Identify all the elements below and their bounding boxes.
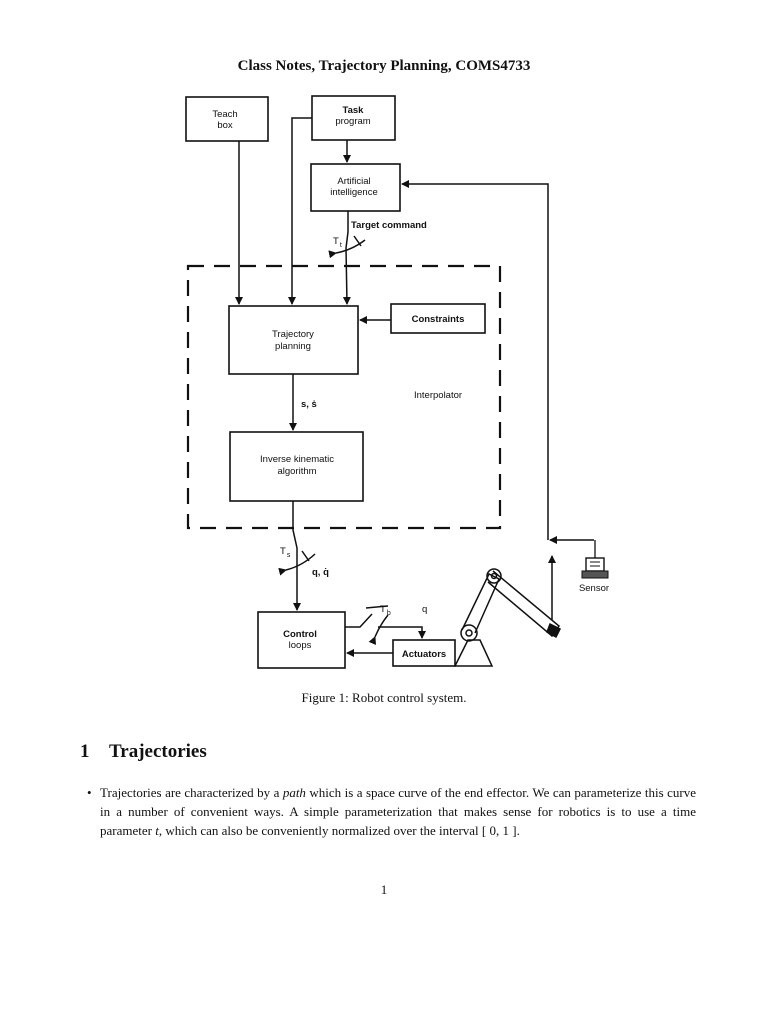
section-heading: 1 Trajectories <box>80 741 207 763</box>
actuators-block: Actuators <box>392 639 456 667</box>
section-number: 1 <box>80 741 90 762</box>
inverse-kinematic-block: Inverse kinematic algorithm <box>229 431 364 502</box>
interpolator-label: Interpolator <box>414 390 462 401</box>
actuators-label: Actuators <box>402 649 446 660</box>
task-program-block: Task program <box>311 95 396 141</box>
ts-label: Ts <box>280 546 291 559</box>
ai-label-2: intelligence <box>330 187 378 198</box>
tb-label: Tb <box>380 604 391 617</box>
trajectory-planning-label-2: planning <box>275 341 311 352</box>
tt-label: Tt <box>333 236 342 249</box>
teach-box-label-2: box <box>217 120 233 131</box>
control-loops-label-2: loops <box>289 640 312 651</box>
q-small-label: q <box>422 604 427 615</box>
control-loops-label-1: Control <box>283 629 317 640</box>
page-title: Class Notes, Trajectory Planning, COMS47… <box>237 58 531 74</box>
ai-label-1: Artificial <box>337 176 370 187</box>
path-term: path <box>282 785 306 800</box>
paragraph-text-2: which is a space curve of the end effect… <box>100 785 696 838</box>
sensor-icon <box>581 540 609 579</box>
q-qdot-label: q, q̇ <box>312 567 329 578</box>
connectors <box>235 117 594 657</box>
inverse-kinematic-label-2: algorithm <box>277 466 316 477</box>
control-loops-block: Control loops <box>257 611 346 669</box>
page-number: 1 <box>380 882 388 897</box>
teach-box-label-1: Teach <box>212 109 237 120</box>
inverse-kinematic-label-1: Inverse kinematic <box>260 454 334 465</box>
sampling-switches <box>278 235 389 646</box>
interpolator-boundary <box>186 264 502 530</box>
teach-box-block: Teach box <box>185 96 269 142</box>
list-item: • Trajectories are characterized by a pat… <box>87 783 696 840</box>
trajectory-planning-label-1: Trajectory <box>272 329 314 340</box>
target-command-label: Target command <box>351 220 427 231</box>
paragraph-text-1: Trajectories are characterized by a <box>100 785 283 800</box>
artificial-intelligence-block: Artificial intelligence <box>310 163 401 212</box>
trajectory-planning-block: Trajectory planning <box>228 305 359 375</box>
bullet-list: • Trajectories are characterized by a pat… <box>87 783 696 840</box>
task-program-label-2: program <box>335 116 370 127</box>
constraints-label: Constraints <box>412 314 465 325</box>
robot-control-system-figure: Teach box Task program Artificial intell… <box>185 95 609 669</box>
paragraph-text-3: , which can also be conveniently normali… <box>158 823 520 838</box>
bullet-point: • <box>87 785 92 800</box>
time-variable: t <box>155 823 159 838</box>
task-program-label-1: Task <box>343 105 365 116</box>
constraints-block: Constraints <box>390 303 486 334</box>
section-title: Trajectories <box>109 741 207 762</box>
figure-caption: Figure 1: Robot control system. <box>301 690 467 705</box>
s-sdot-label: s, ṡ <box>301 399 317 410</box>
sensor-label: Sensor <box>579 583 609 594</box>
robot-arm-icon <box>453 568 562 667</box>
